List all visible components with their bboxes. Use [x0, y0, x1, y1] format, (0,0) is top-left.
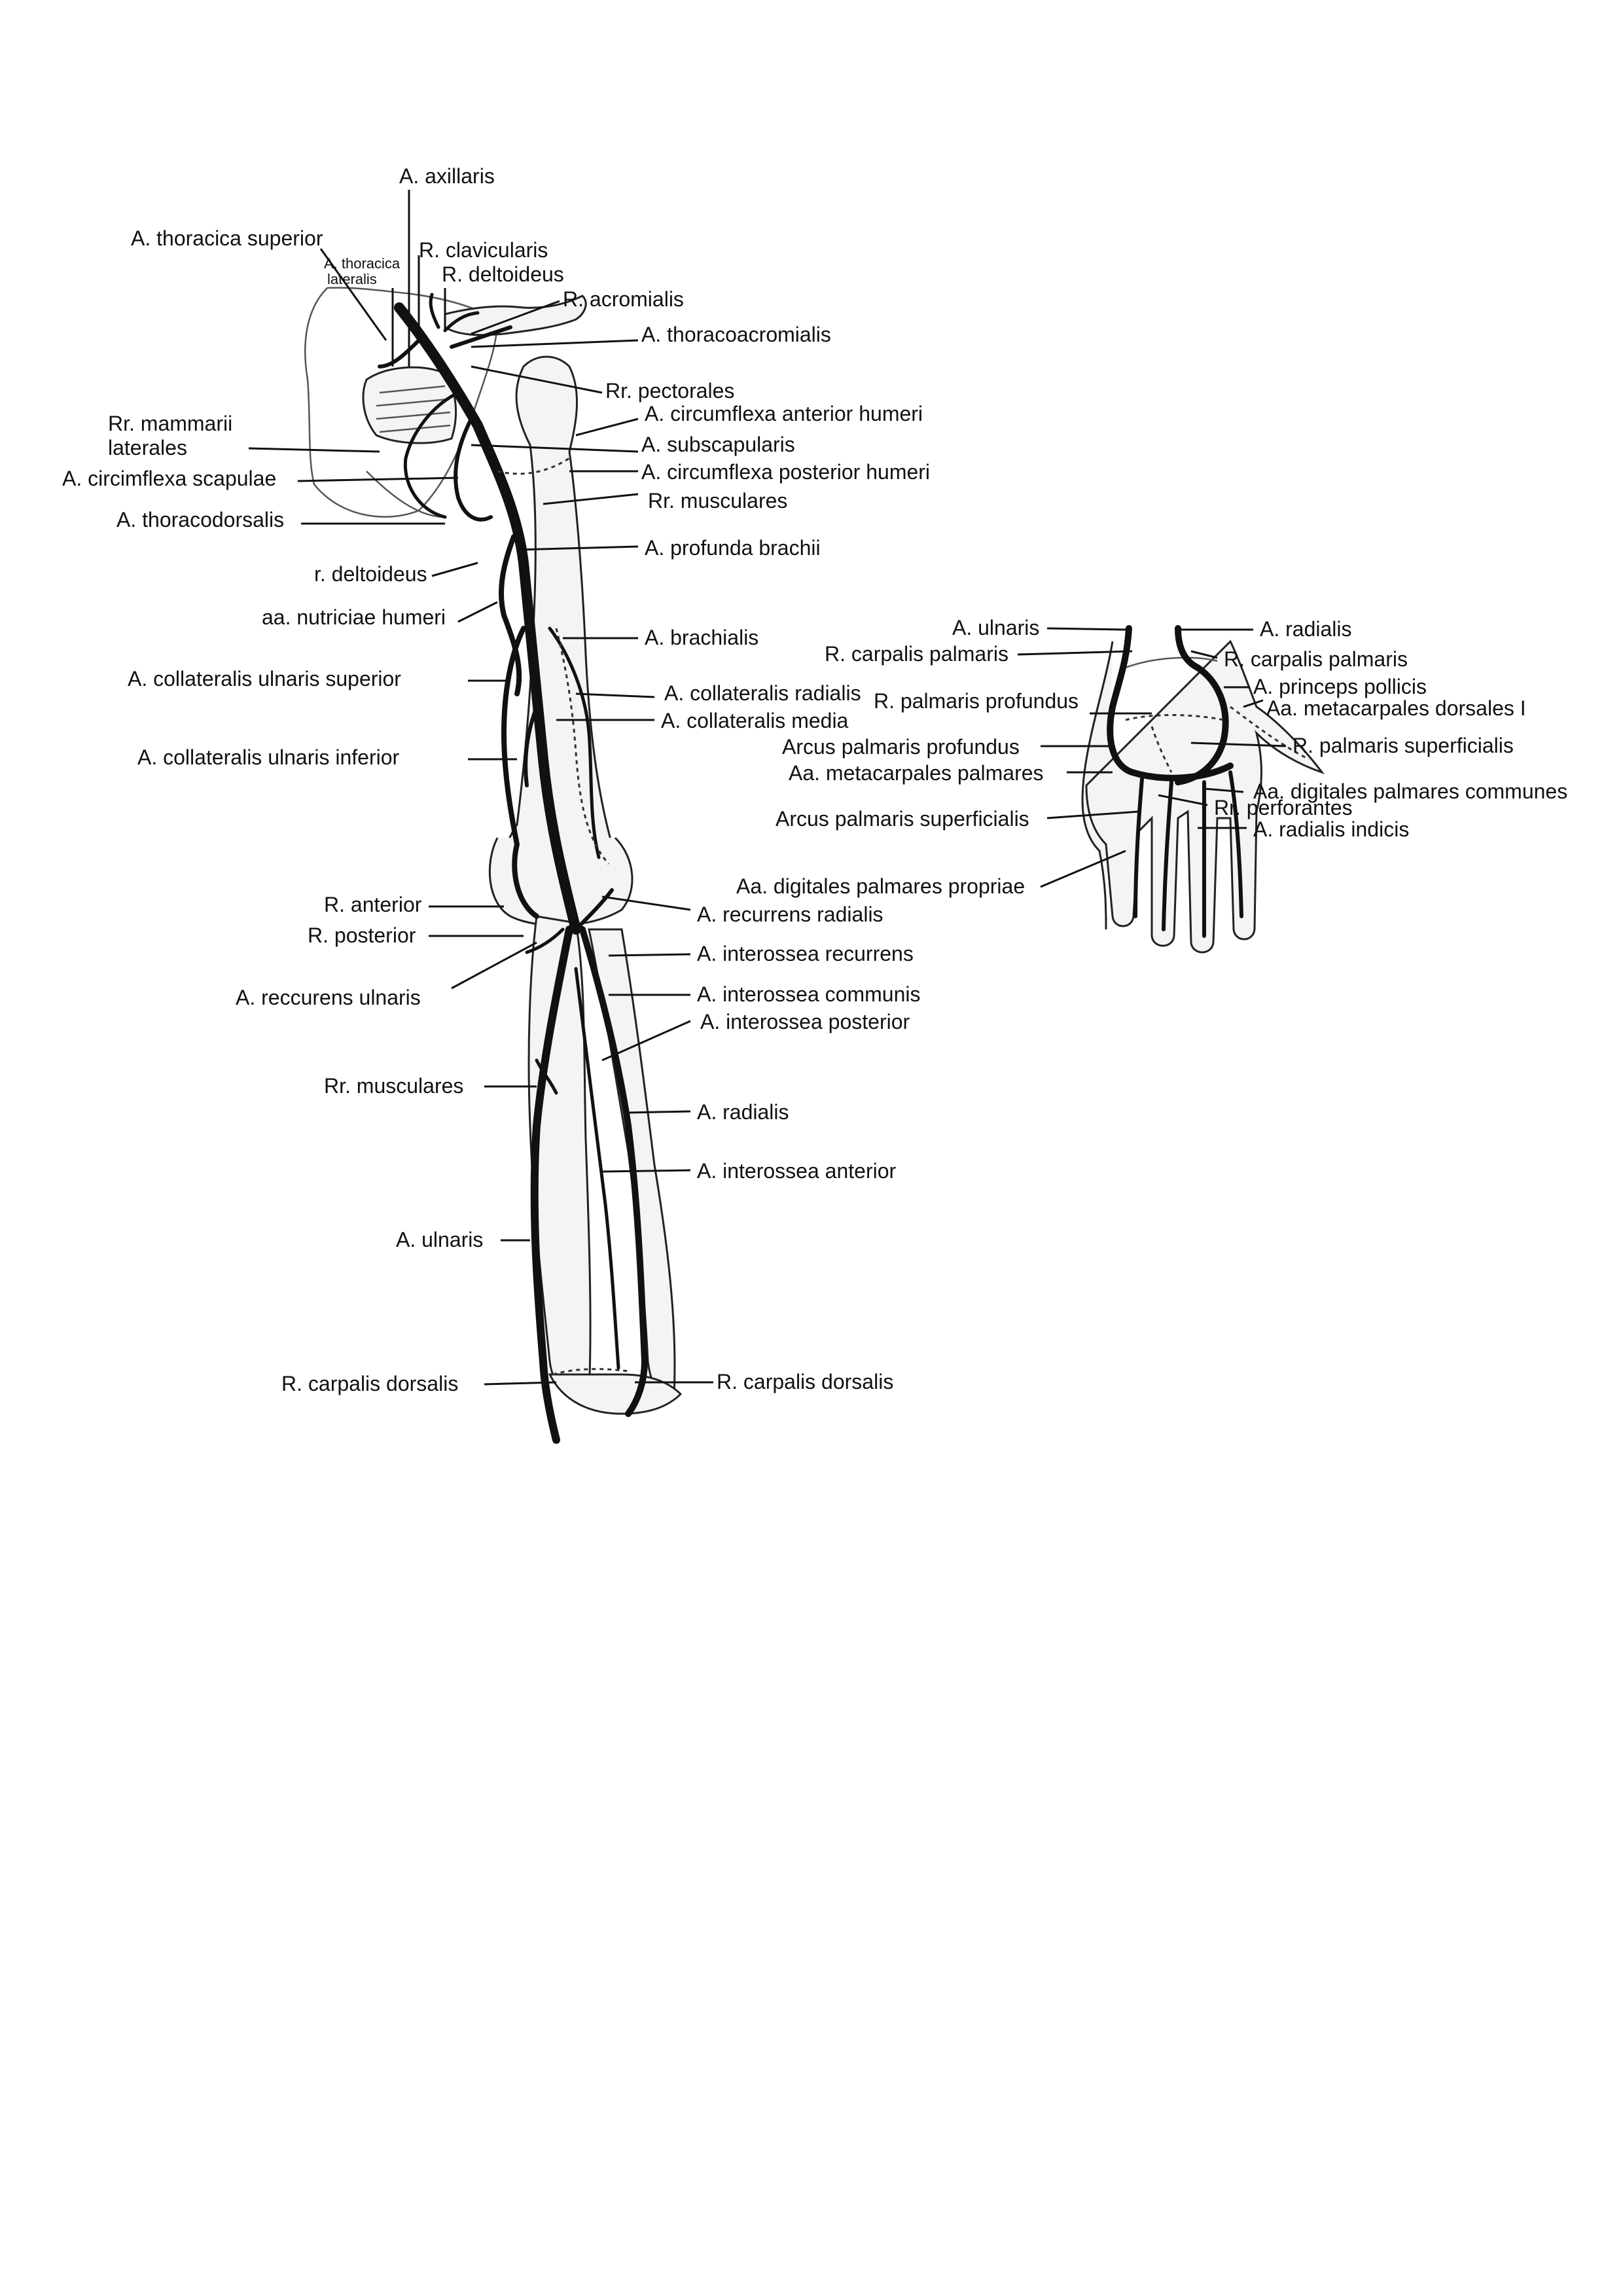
label-carpalis-dorsalis-left: R. carpalis dorsalis — [281, 1372, 458, 1395]
artery-radialis — [579, 926, 648, 1417]
hand-leaders — [1017, 627, 1287, 888]
label-r-anterior: R. anterior — [324, 893, 422, 916]
label-acromialis: R. acromialis — [563, 287, 684, 311]
label-arcus-superficialis: Arcus palmaris superficialis — [776, 807, 1029, 831]
label-musculares-upper: Rr. musculares — [648, 489, 787, 512]
label-carpalis-palmaris-left: R. carpalis palmaris — [825, 642, 1008, 666]
label-digitales-communes: Aa. digitales palmares communes — [1253, 780, 1567, 803]
label-coll-ulnaris-inf: A. collateralis ulnaris inferior — [137, 745, 400, 769]
label-interossea-recurrens: A. interossea recurrens — [697, 942, 914, 965]
pectoral-muscle — [362, 366, 457, 444]
label-coll-media: A. collateralis media — [661, 709, 849, 732]
hand-text: A. ulnaris A. radialis R. carpalis palma… — [736, 616, 1567, 898]
label-pectorales: Rr. pectorales — [605, 379, 734, 403]
label-axillaris: A. axillaris — [399, 164, 495, 188]
label-hand-radialis: A. radialis — [1260, 617, 1352, 641]
label-circumflexa-anterior: A. circumflexa anterior humeri — [645, 402, 923, 425]
label-mammarii-2: laterales — [108, 436, 187, 459]
label-profunda-brachii: A. profunda brachii — [645, 536, 821, 560]
label-digitales-propriae: Aa. digitales palmares propriae — [736, 874, 1025, 898]
label-interossea-posterior: A. interossea posterior — [700, 1010, 910, 1033]
label-thoracica-lateralis-1: A. thoracica — [324, 255, 401, 272]
label-coll-ulnaris-sup: A. collateralis ulnaris superior — [128, 667, 401, 691]
label-ulnaris-forearm: A. ulnaris — [396, 1228, 483, 1251]
label-thoracodorsalis: A. thoracodorsalis — [116, 508, 284, 531]
label-reccurens-ulnaris: A. reccurens ulnaris — [236, 986, 421, 1009]
label-deltoideus-upper: R. deltoideus — [442, 262, 564, 286]
label-perforantes: Rr. perforantes — [1214, 796, 1353, 819]
hand-artery-radialis — [1175, 625, 1229, 785]
label-subscapularis: A. subscapularis — [641, 433, 795, 456]
label-princeps-pollicis: A. princeps pollicis — [1253, 675, 1427, 698]
label-circimflexa-scapulae: A. circimflexa scapulae — [62, 467, 276, 490]
label-recurrens-radialis: A. recurrens radialis — [697, 903, 883, 926]
label-hand-ulnaris: A. ulnaris — [952, 616, 1039, 639]
label-mammarii-1: Rr. mammarii — [108, 412, 232, 435]
label-thoracica-superior: A. thoracica superior — [131, 226, 323, 250]
label-radialis-forearm: A. radialis — [697, 1100, 789, 1124]
label-thoracica-lateralis-2: lateralis — [327, 271, 377, 287]
label-carpalis-dorsalis-right: R. carpalis dorsalis — [717, 1370, 893, 1393]
label-carpalis-palmaris-right: R. carpalis palmaris — [1224, 647, 1408, 671]
label-arcus-profundus: Arcus palmaris profundus — [782, 735, 1020, 759]
label-musculares-lower: Rr. musculares — [324, 1074, 463, 1098]
label-thoracoacromialis: A. thoracoacromialis — [641, 323, 831, 346]
label-palmaris-profundus: R. palmaris profundus — [874, 689, 1079, 713]
arm-illustration — [304, 287, 683, 1444]
artery-ulnaris — [530, 925, 573, 1444]
label-clavicularis: R. clavicularis — [419, 238, 548, 262]
label-interossea-anterior: A. interossea anterior — [697, 1159, 897, 1183]
label-radialis-indicis: A. radialis indicis — [1253, 817, 1409, 841]
label-nutriciae: aa. nutriciae humeri — [262, 605, 446, 629]
label-metacarpales-palmares: Aa. metacarpales palmares — [789, 761, 1044, 785]
label-deltoideus-lower: r. deltoideus — [314, 562, 427, 586]
arm-text: A. axillaris A. thoracica superior A. th… — [62, 164, 930, 1395]
label-brachialis: A. brachialis — [645, 626, 758, 649]
label-coll-radialis: A. collateralis radialis — [664, 681, 861, 705]
label-r-posterior: R. posterior — [308, 924, 416, 947]
label-circumflexa-posterior: A. circumflexa posterior humeri — [641, 460, 930, 484]
arm-leaders — [248, 190, 713, 1386]
label-metacarpales-dorsales: Aa. metacarpales dorsales I — [1266, 696, 1526, 720]
label-interossea-communis: A. interossea communis — [697, 982, 920, 1006]
label-palmaris-superficialis: R. palmaris superficialis — [1293, 734, 1514, 757]
